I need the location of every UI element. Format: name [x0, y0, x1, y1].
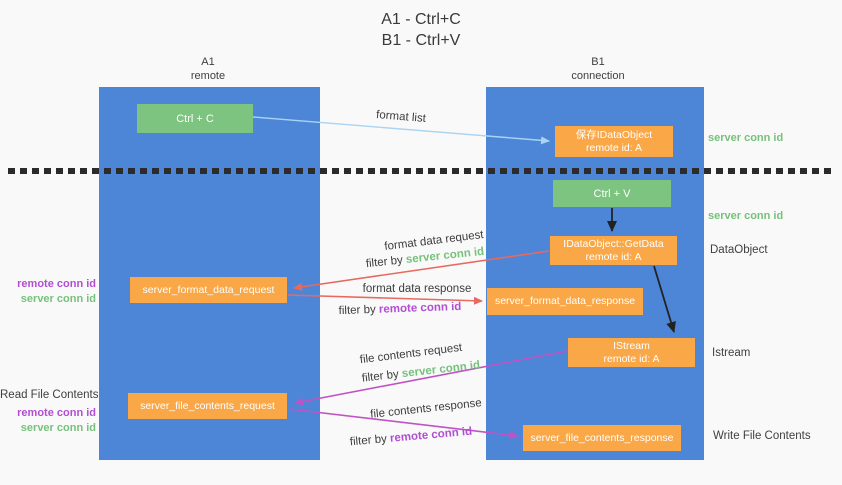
format-request-label: server_format_data_request — [142, 283, 275, 296]
filter-by-text-3: filter by — [361, 368, 403, 385]
save-idataobject-line2: remote id: A — [585, 141, 643, 154]
ctrl-c-node: Ctrl + C — [137, 104, 253, 133]
ctrl-v-node: Ctrl + V — [553, 180, 671, 207]
copy-paste-divider — [8, 168, 836, 174]
getdata-line1: IDataObject::GetData — [563, 237, 664, 250]
file-request-node: server_file_contents_request — [128, 393, 287, 419]
istream-side-label: Istream — [712, 347, 751, 359]
ctrl-v-label: Ctrl + V — [593, 187, 631, 200]
server-conn-id-filter-3: server conn id — [401, 359, 481, 381]
write-file-contents-label: Write File Contents — [713, 430, 811, 442]
remote-conn-id-filter-4: remote conn id — [389, 425, 473, 445]
remote-conn-id-format-label: remote conn id — [17, 278, 96, 290]
istream-line2: remote id: A — [603, 352, 660, 365]
server-conn-id-file-label: server conn id — [20, 422, 96, 434]
lifeline-a-header: A1 remote — [148, 55, 268, 83]
remote-conn-id-filter-2: remote conn id — [378, 300, 462, 316]
file-conn-ids-block: remote conn id server conn id — [0, 406, 96, 436]
format-response-node: server_format_data_response — [487, 288, 643, 315]
title-line-2: B1 - Ctrl+V — [381, 32, 461, 49]
save-idataobject-node: 保存IDataObject remote id: A — [555, 126, 673, 157]
lifeline-a-subtitle: remote — [190, 70, 226, 82]
getdata-line2: remote id: A — [585, 250, 642, 263]
istream-line1: IStream — [613, 339, 650, 352]
format-conn-ids-block: remote conn id server conn id — [0, 277, 96, 307]
format-data-request-filter-annotation: filter by server conn id — [365, 246, 484, 270]
lifeline-b-subtitle: connection — [571, 70, 625, 82]
lifeline-a-name: A1 — [201, 56, 215, 68]
diagram-title: A1 - Ctrl+C B1 - Ctrl+V — [0, 9, 842, 51]
ctrl-c-label: Ctrl + C — [176, 112, 214, 125]
file-contents-response-annotation: file contents response — [369, 397, 483, 421]
getdata-node: IDataObject::GetData remote id: A — [550, 236, 677, 265]
file-request-label: server_file_contents_request — [140, 399, 275, 412]
format-response-label: server_format_data_response — [494, 295, 636, 307]
filter-by-text-4: filter by — [349, 432, 391, 449]
lifeline-b-header: B1 connection — [538, 55, 658, 83]
format-request-node: server_format_data_request — [130, 277, 287, 303]
server-conn-id-top-label: server conn id — [708, 132, 784, 144]
save-idataobject-line1: 保存IDataObject — [575, 128, 653, 141]
format-list-annotation: format list — [375, 109, 427, 125]
file-response-label: server_file_contents_response — [530, 431, 674, 444]
format-data-response-annotation: format data response — [362, 283, 472, 295]
lifeline-b-name: B1 — [591, 56, 605, 68]
title-line-1: A1 - Ctrl+C — [381, 11, 461, 28]
file-response-node: server_file_contents_response — [523, 425, 681, 451]
dataobject-label: DataObject — [710, 244, 768, 256]
filter-by-text-1: filter by — [365, 254, 407, 271]
format-data-response-filter-annotation: filter by remote conn id — [338, 301, 461, 317]
file-contents-response-filter-annotation: filter by remote conn id — [349, 426, 472, 449]
server-conn-id-mid-label: server conn id — [708, 210, 784, 222]
server-conn-id-format-label: server conn id — [20, 293, 96, 305]
filter-by-text-2: filter by — [338, 303, 380, 318]
read-file-contents-label: Read File Contents — [0, 389, 99, 401]
remote-conn-id-file-label: remote conn id — [17, 407, 96, 419]
istream-node: IStream remote id: A — [568, 338, 695, 367]
